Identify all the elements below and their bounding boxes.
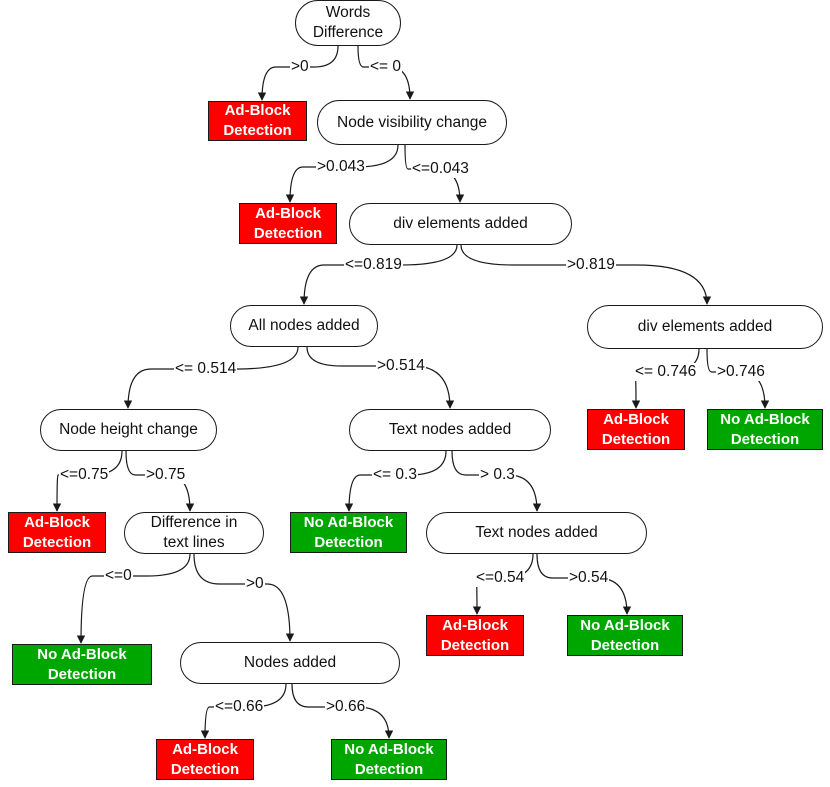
decision-node: Text nodes added [426,512,647,554]
edge-label: > 0.3 [479,466,516,484]
leaf-no-ad-block-detection: No Ad-Block Detection [567,615,683,656]
edge-label: >0.043 [316,158,366,176]
edge-label: >0.819 [566,256,616,274]
decision-node: All nodes added [230,305,378,347]
leaf-ad-block-detection: Ad-Block Detection [8,512,106,553]
decision-node: Difference in text lines [124,512,264,554]
decision-node: Node visibility change [317,100,507,145]
decision-node: Node height change [40,409,217,451]
edge-label: >0.75 [145,466,187,484]
edge-label: >0.66 [325,698,367,716]
leaf-ad-block-detection: Ad-Block Detection [156,739,254,780]
edge-connector [76,553,191,644]
decision-node: div elements added [349,203,572,245]
edge-label: <=0.75 [59,466,110,484]
edge-label: <= 0.514 [174,360,238,378]
edge-label: >0 [245,575,265,593]
edge-label: <= 0.746 [634,363,698,381]
decision-node: div elements added [587,305,823,349]
edge-connector [299,244,458,305]
edge-label: >0.514 [376,357,426,375]
edge-label: >0.54 [568,569,610,587]
edge-label: <=0.54 [475,569,526,587]
leaf-no-ad-block-detection: No Ad-Block Detection [12,644,152,685]
edge-label: >0.746 [716,363,766,381]
edge-label: >0 [290,58,310,76]
leaf-ad-block-detection: Ad-Block Detection [208,101,307,141]
leaf-ad-block-detection: Ad-Block Detection [426,615,524,656]
decision-node: Text nodes added [349,409,551,451]
edge-label: <=0.819 [344,256,403,274]
edge-connector [460,244,712,305]
leaf-no-ad-block-detection: No Ad-Block Detection [290,512,407,553]
edge-connector [193,553,295,642]
decision-node: Nodes added [180,642,400,684]
leaf-ad-block-detection: Ad-Block Detection [239,203,337,244]
leaf-ad-block-detection: Ad-Block Detection [587,409,685,450]
edge-label: <= 0 [369,58,403,76]
leaf-no-ad-block-detection: No Ad-Block Detection [331,739,447,780]
edge-label: <=0.043 [411,160,470,178]
edge-label: <=0.66 [214,698,265,716]
leaf-no-ad-block-detection: No Ad-Block Detection [707,409,823,450]
edge-label: <= 0.3 [372,466,418,484]
decision-node: Words Difference [295,0,401,46]
edge-label: <=0 [104,567,133,585]
